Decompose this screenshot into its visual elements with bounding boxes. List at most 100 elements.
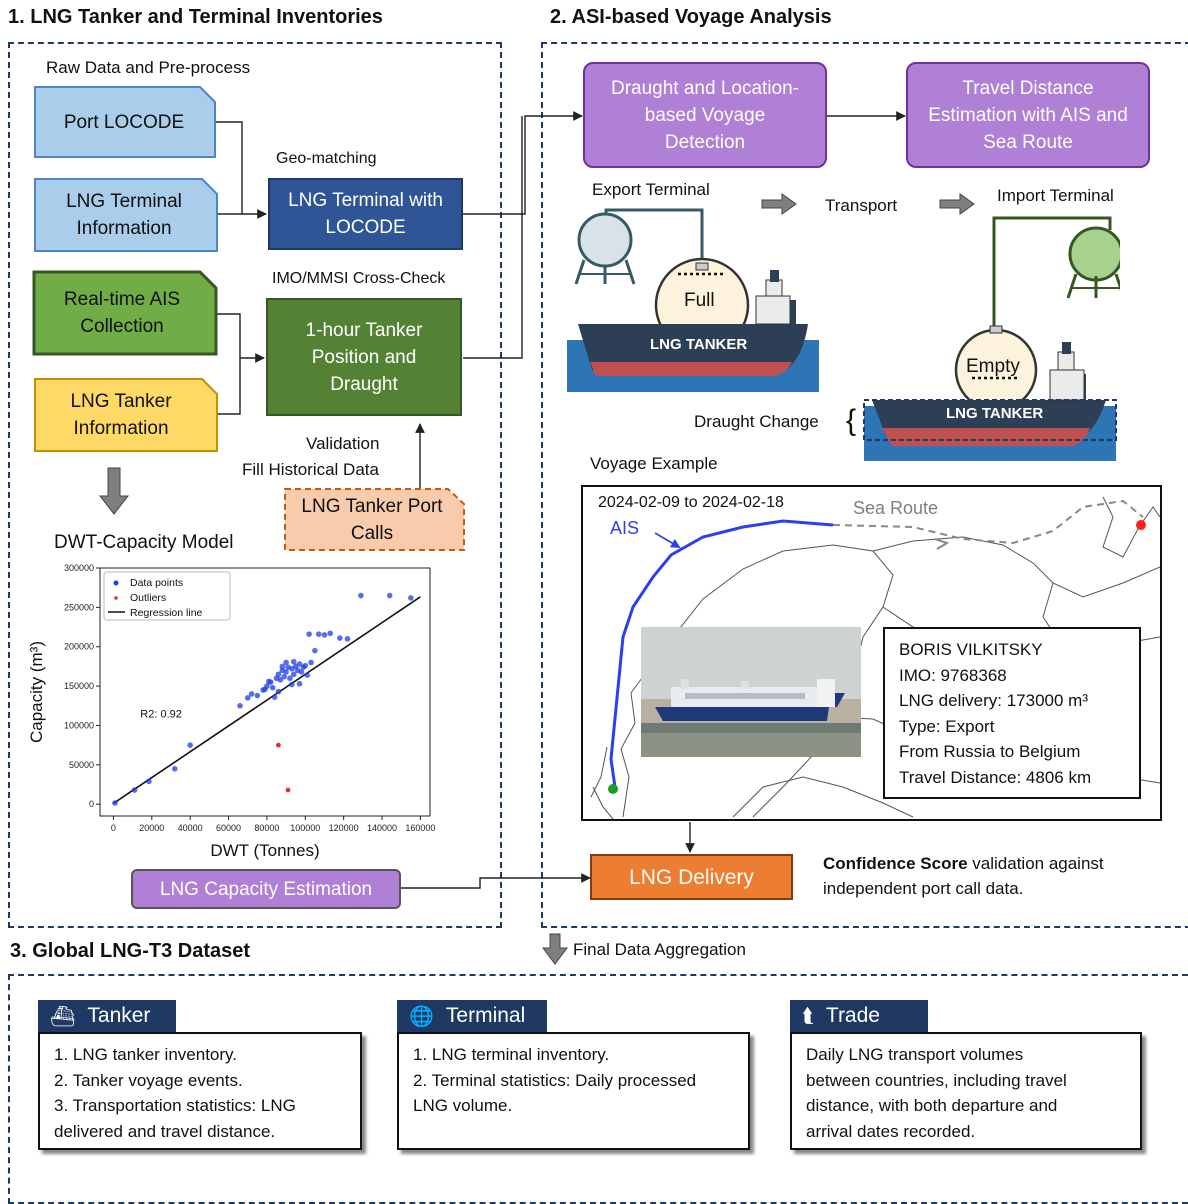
regression-line	[112, 596, 421, 805]
loaded-tanker-icon	[578, 257, 808, 376]
tanker-line-2: 2. Tanker voyage events.	[54, 1070, 243, 1090]
globe-icon: 🌐	[409, 1005, 434, 1028]
legend-regression: Regression line	[130, 607, 203, 619]
data-point	[290, 671, 297, 678]
empty-label: Empty	[966, 356, 1020, 377]
data-point	[304, 672, 311, 678]
right-arrow-icon-2	[939, 193, 975, 215]
port-calls-shape	[284, 488, 465, 551]
ship-distance: Travel Distance: 4806 km	[899, 767, 1092, 787]
section-1-title: 1. LNG Tanker and Terminal Inventories	[8, 6, 383, 28]
data-point	[289, 681, 295, 688]
data-point	[308, 659, 314, 666]
confidence-line2: independent port call data.	[823, 879, 1024, 898]
ship-name: BORIS VILKITSKY	[899, 640, 1043, 659]
legend-marker-outlier	[114, 596, 118, 600]
export-scene	[567, 208, 819, 392]
confidence-rest: validation against	[967, 854, 1104, 873]
data-point	[237, 702, 243, 709]
draught-change-label: Draught Change	[694, 412, 819, 431]
data-point	[283, 669, 289, 675]
terminal-line-1: 1. LNG terminal inventory.	[413, 1045, 610, 1064]
ship-info-box: BORIS VILKITSKY IMO: 9768368 LNG deliver…	[883, 627, 1141, 799]
y-tick-label: 100000	[64, 720, 94, 730]
data-point	[269, 684, 276, 691]
sea-route-arrow-icon	[934, 538, 950, 550]
data-point	[248, 691, 255, 697]
y-tick-label: 200000	[64, 642, 94, 652]
down-arrow-icon	[98, 467, 130, 515]
terminal-line-3: LNG volume.	[413, 1096, 513, 1115]
data-point	[172, 765, 178, 772]
data-point	[290, 658, 297, 665]
origin-point-icon	[1136, 520, 1146, 530]
data-point	[337, 635, 343, 641]
data-point	[266, 678, 272, 685]
y-tick-label: 300000	[64, 563, 94, 573]
data-point	[298, 669, 305, 675]
terminal-info-box: LNG Terminal Information	[66, 191, 182, 239]
aggregation-arrow-icon	[542, 933, 568, 965]
lng-delivery-box: LNG Delivery	[590, 854, 793, 900]
x-tick-label: 100000	[290, 823, 320, 833]
capacity-estimation-box: LNG Capacity Estimation	[131, 869, 401, 909]
trade-line-4: arrival dates recorded.	[806, 1121, 976, 1141]
tanker-info-shape	[34, 378, 218, 452]
terminal-info-shape	[34, 178, 218, 252]
y-tick-label: 150000	[64, 681, 94, 691]
data-point	[408, 595, 414, 601]
data-point	[306, 631, 312, 637]
brace-icon: {	[846, 404, 857, 437]
y-tick-label: 50000	[69, 760, 94, 770]
data-point	[187, 742, 193, 748]
section-2-title: 2. ASI-based Voyage Analysis	[550, 6, 832, 28]
port-locode-shape	[34, 86, 216, 158]
data-point	[146, 778, 152, 785]
voyage-dates-label: 2024-02-09 to 2024-02-18	[598, 494, 784, 511]
data-point	[302, 662, 309, 669]
final-aggregation-label: Final Data Aggregation	[573, 940, 746, 959]
export-terminal-label: Export Terminal	[592, 180, 710, 199]
tanker-line-1: 1. LNG tanker inventory.	[54, 1045, 237, 1064]
trade-line-2: between countries, including travel	[806, 1070, 1067, 1090]
data-point	[271, 694, 278, 700]
travel-distance-box: Travel Distance Estimation with AIS and …	[906, 62, 1150, 168]
fill-historical-label: Fill Historical Data	[242, 460, 379, 479]
transport-label: Transport	[825, 196, 898, 215]
x-tick-label: 20000	[139, 823, 164, 833]
tanker-dataset-box: 1. LNG tanker inventory. 2. Tanker voyag…	[38, 1032, 362, 1150]
x-axis-label: DWT (Tonnes)	[210, 841, 319, 860]
section-3-title: 3. Global LNG-T3 Dataset	[10, 940, 251, 962]
ship-icon: ⛴	[50, 1005, 76, 1028]
imo-check-label: IMO/MMSI Cross-Check	[272, 270, 446, 287]
empty-tanker-icon	[872, 325, 1106, 446]
trade-tag-label: Trade	[825, 1004, 880, 1027]
x-tick-label: 80000	[254, 823, 279, 833]
data-point	[312, 647, 318, 654]
y-axis-label: Capacity (m³)	[27, 641, 46, 743]
trade-line-3: distance, with both departure and	[806, 1096, 1058, 1115]
connector-capacity-to-delivery	[401, 873, 591, 889]
data-point	[344, 636, 351, 642]
connector-tanker-info	[216, 353, 265, 415]
trade-dataset-box: Daily LNG transport volumes between coun…	[790, 1032, 1142, 1150]
tanker-tag: ⛴Tanker	[38, 1000, 176, 1032]
y-tick-label: 0	[89, 799, 94, 809]
x-tick-label: 140000	[367, 823, 397, 833]
import-storage-tank-icon	[1066, 226, 1120, 299]
connector-ais	[216, 313, 241, 358]
x-tick-label: 160000	[405, 823, 435, 833]
terminal-tag: 🌐Terminal	[397, 1000, 547, 1032]
legend-outliers: Outliers	[130, 592, 166, 604]
connector-position-to-detection	[463, 116, 523, 359]
terminal-locode-box: LNG Terminal with LOCODE	[268, 178, 463, 250]
x-tick-label: 40000	[178, 823, 203, 833]
destination-point-icon	[608, 784, 618, 794]
legend-marker-data	[113, 580, 119, 586]
connector-port-locode	[214, 121, 243, 214]
confidence-text: Confidence Score validation against inde…	[823, 851, 1183, 901]
x-tick-label: 120000	[329, 823, 359, 833]
import-tanker-label: LNG TANKER	[946, 405, 1044, 422]
sea-route-path	[832, 499, 1144, 545]
